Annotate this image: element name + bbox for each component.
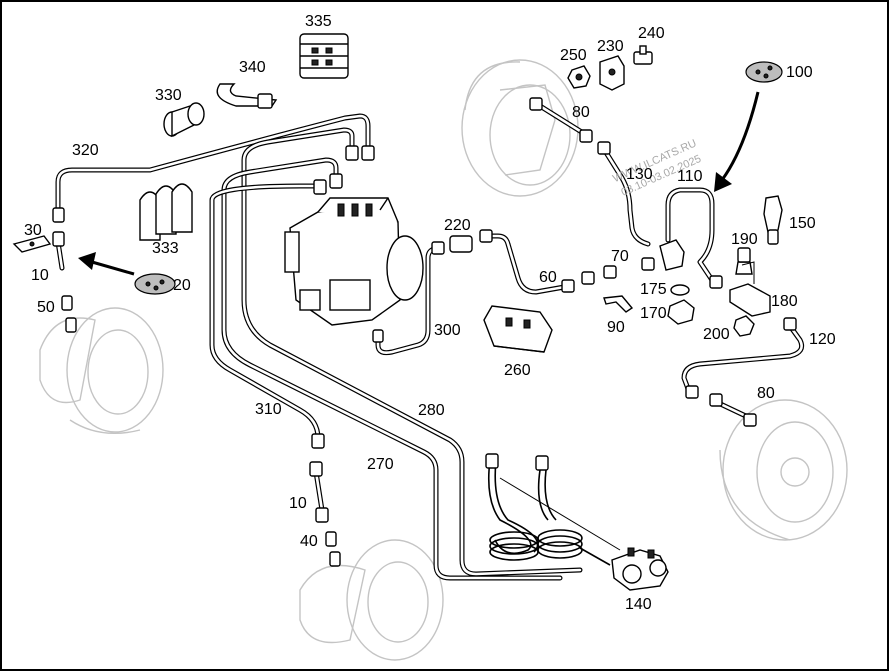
label-120: 120 [809,331,836,348]
bracket-30 [12,235,52,253]
brake-hose-10-bottom [313,469,325,513]
bleeder-150 [763,195,783,245]
pipe-fittings [52,97,797,567]
label-20: 20 [173,277,191,294]
sleeve-330 [163,102,205,138]
pressure-regulator-140 [611,547,669,591]
label-80-right: 80 [757,385,775,402]
label-100: 100 [786,64,813,81]
label-170: 170 [640,305,667,322]
brake-pipe-270 [221,157,563,581]
label-80-top: 80 [572,104,590,121]
label-260: 260 [504,362,531,379]
nut-170 [667,299,695,325]
label-130: 130 [626,166,653,183]
label-10-bottom: 10 [289,495,307,512]
label-230: 230 [597,38,624,55]
ghost-wheel-right [719,399,848,541]
label-320: 320 [72,142,99,159]
label-40: 40 [300,533,318,550]
clip-230 [599,55,625,91]
tee-fitting-130 [659,239,685,271]
label-140: 140 [625,596,652,613]
label-250: 250 [560,47,587,64]
label-280: 280 [418,402,445,419]
arrow-100 [714,91,760,192]
label-190: 190 [731,231,758,248]
brake-pipe-120 [681,323,805,397]
arrow-20 [78,252,135,276]
cable-tie-340 [216,83,278,109]
label-90: 90 [607,319,625,336]
nut-200 [733,315,755,337]
label-50: 50 [37,299,55,316]
label-300: 300 [434,322,461,339]
label-30: 30 [24,222,42,239]
label-60: 60 [539,269,557,286]
clamp-333 [139,183,193,241]
brake-pipe-60 [485,233,573,295]
label-180: 180 [771,293,798,310]
clip-part-335 [299,33,349,79]
connector-220 [449,235,473,253]
label-335: 335 [305,13,332,30]
grommet-100 [745,61,783,83]
nut-250 [567,65,591,89]
bolt-240 [633,45,653,65]
washer-175 [670,284,690,296]
label-240: 240 [638,25,665,42]
coil-pipes-140 [487,459,611,566]
grommet-20 [134,273,176,295]
label-220: 220 [444,217,471,234]
brake-pipe-280 [241,127,583,577]
label-310: 310 [255,401,282,418]
leader-lines [499,261,755,551]
ghost-wheel-top-right [461,59,579,197]
abs-hydraulic-unit [284,197,424,326]
ghost-wheel-bottom [299,539,444,661]
label-340: 340 [239,59,266,76]
part-labels: 335 340 330 320 333 30 10 20 50 220 300 … [24,13,836,613]
brake-pipe-320 [55,113,371,215]
brake-pipe-130 [599,143,651,247]
label-270: 270 [367,456,394,473]
label-110: 110 [677,168,703,185]
label-330: 330 [155,87,182,104]
brake-pipe-310 [209,183,321,441]
label-70: 70 [611,248,629,265]
label-150: 150 [789,215,816,232]
label-333: 333 [152,240,179,257]
brake-pipe-300 [375,245,443,356]
clip-90 [603,295,634,313]
label-175: 175 [640,281,667,298]
label-200: 200 [703,326,730,343]
brake-pipe-110 [665,187,715,283]
label-10-left: 10 [31,267,49,284]
mount-260 [483,305,553,353]
distributor-180 [729,283,771,317]
ghost-wheel-left [39,307,164,435]
screw-190 [735,247,753,275]
